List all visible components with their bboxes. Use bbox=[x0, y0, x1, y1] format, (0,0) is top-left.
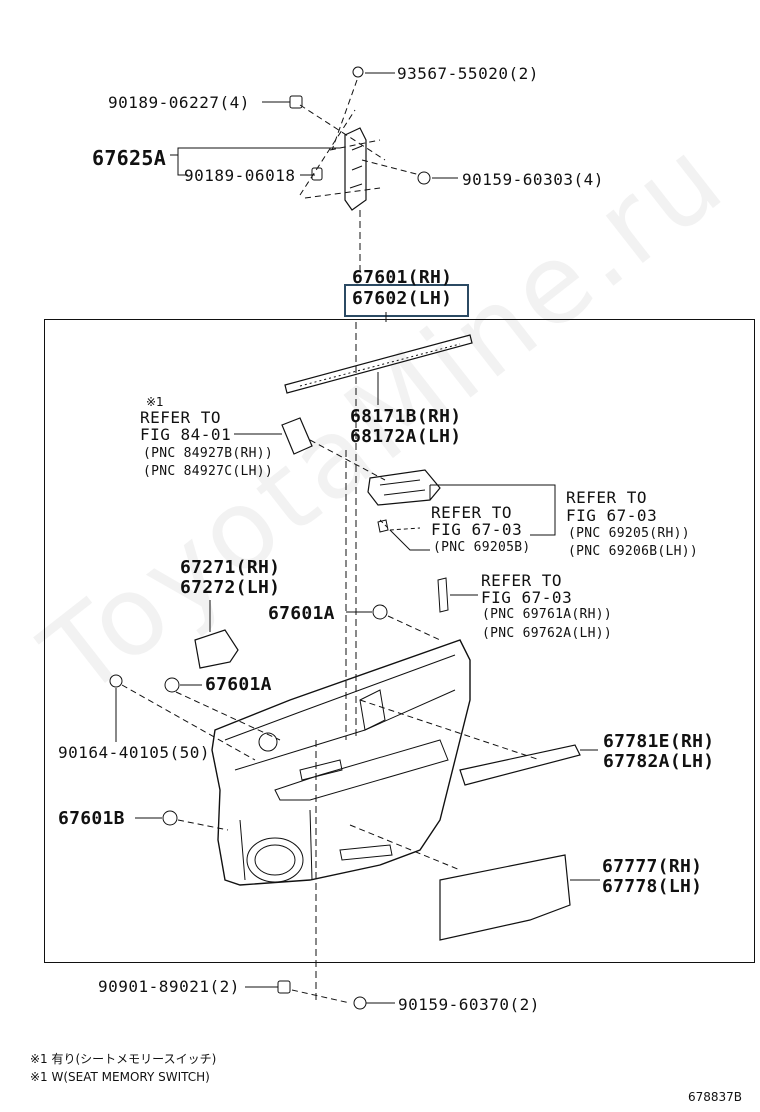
lock-knob bbox=[437, 577, 449, 613]
refer-fig-84-01: FIG 84-01 bbox=[140, 425, 232, 444]
refer-to-4: REFER TO bbox=[481, 571, 563, 590]
label-67625A: 67625A bbox=[92, 146, 167, 170]
label-67777: 67777(RH) bbox=[602, 856, 703, 877]
label-67602-lh: 67602(LH) bbox=[352, 288, 453, 309]
refer-pnc-69762A: (PNC 69762A(LH)) bbox=[482, 626, 613, 641]
refer-fig-67-03-b: FIG 67-03 bbox=[431, 520, 523, 539]
diagram-frame bbox=[44, 319, 755, 963]
label-90164-40105: 90164-40105(50) bbox=[58, 743, 210, 762]
clip-90189b bbox=[311, 167, 323, 181]
footnote-jp: ※1 有り(シートメモリースイッチ) bbox=[30, 1052, 217, 1066]
label-67271: 67271(RH) bbox=[180, 557, 281, 578]
seat-memory-switch bbox=[281, 417, 313, 455]
footnote-en: ※1 W(SEAT MEMORY SWITCH) bbox=[30, 1070, 210, 1084]
label-90189-06227: 90189-06227(4) bbox=[108, 93, 250, 112]
label-90189-06018: 90189-06018 bbox=[184, 166, 296, 185]
refer-pnc-69761A: (PNC 69761A(RH)) bbox=[482, 607, 613, 622]
label-67601A-upper: 67601A bbox=[268, 603, 335, 624]
clip-67601A-upper bbox=[372, 604, 388, 620]
inside-handle-bracket bbox=[367, 469, 441, 506]
weatherstrip-68171 bbox=[284, 334, 473, 394]
refer-fig-67-03-c: FIG 67-03 bbox=[481, 588, 573, 607]
bracket-67625A bbox=[344, 127, 367, 211]
clip-67601A-lower bbox=[164, 677, 180, 693]
label-67601B: 67601B bbox=[58, 808, 125, 829]
screw-90164 bbox=[109, 674, 123, 688]
label-67272: 67272(LH) bbox=[180, 577, 281, 598]
label-68172A: 68172A(LH) bbox=[350, 426, 462, 447]
highlight-box bbox=[344, 284, 469, 317]
refer-fig-67-03-a: FIG 67-03 bbox=[566, 506, 658, 525]
screw-90159a bbox=[417, 171, 431, 185]
refer-pnc-84927C: (PNC 84927C(LH)) bbox=[143, 464, 274, 479]
label-93567-55020: 93567-55020(2) bbox=[397, 64, 539, 83]
figure-number: 678837B bbox=[688, 1090, 743, 1104]
screw-90159b bbox=[353, 996, 367, 1010]
label-90159-60370: 90159-60370(2) bbox=[398, 995, 540, 1014]
refer-pnc-84927B: (PNC 84927B(RH)) bbox=[143, 446, 274, 461]
clip-67601B bbox=[162, 810, 178, 826]
label-90901-89021: 90901-89021(2) bbox=[98, 977, 240, 996]
switch-base-67271 bbox=[194, 629, 239, 669]
clip-93567 bbox=[352, 66, 364, 78]
refer-to-1: REFER TO bbox=[140, 408, 222, 427]
refer-to-3: REFER TO bbox=[431, 503, 513, 522]
label-67781E: 67781E(RH) bbox=[603, 731, 715, 752]
door-trim-panel bbox=[211, 639, 471, 886]
label-67601A-lower: 67601A bbox=[205, 674, 272, 695]
armrest-pad-67781 bbox=[459, 744, 581, 786]
note-mark-1: ※1 bbox=[146, 395, 164, 409]
label-67601-rh: 67601(RH) bbox=[352, 267, 453, 288]
clip-90901 bbox=[277, 980, 291, 994]
speaker-grille bbox=[246, 837, 304, 883]
clip-90189a bbox=[289, 95, 303, 109]
label-90159-60303: 90159-60303(4) bbox=[462, 170, 604, 189]
label-67778: 67778(LH) bbox=[602, 876, 703, 897]
refer-pnc-69206B: (PNC 69206B(LH)) bbox=[568, 544, 699, 559]
label-68171B: 68171B(RH) bbox=[350, 406, 462, 427]
lower-panel-67777 bbox=[439, 854, 571, 941]
refer-to-2: REFER TO bbox=[566, 488, 648, 507]
label-67782A: 67782A(LH) bbox=[603, 751, 715, 772]
refer-pnc-69205B: (PNC 69205B) bbox=[433, 540, 531, 555]
refer-pnc-69205: (PNC 69205(RH)) bbox=[568, 526, 690, 541]
